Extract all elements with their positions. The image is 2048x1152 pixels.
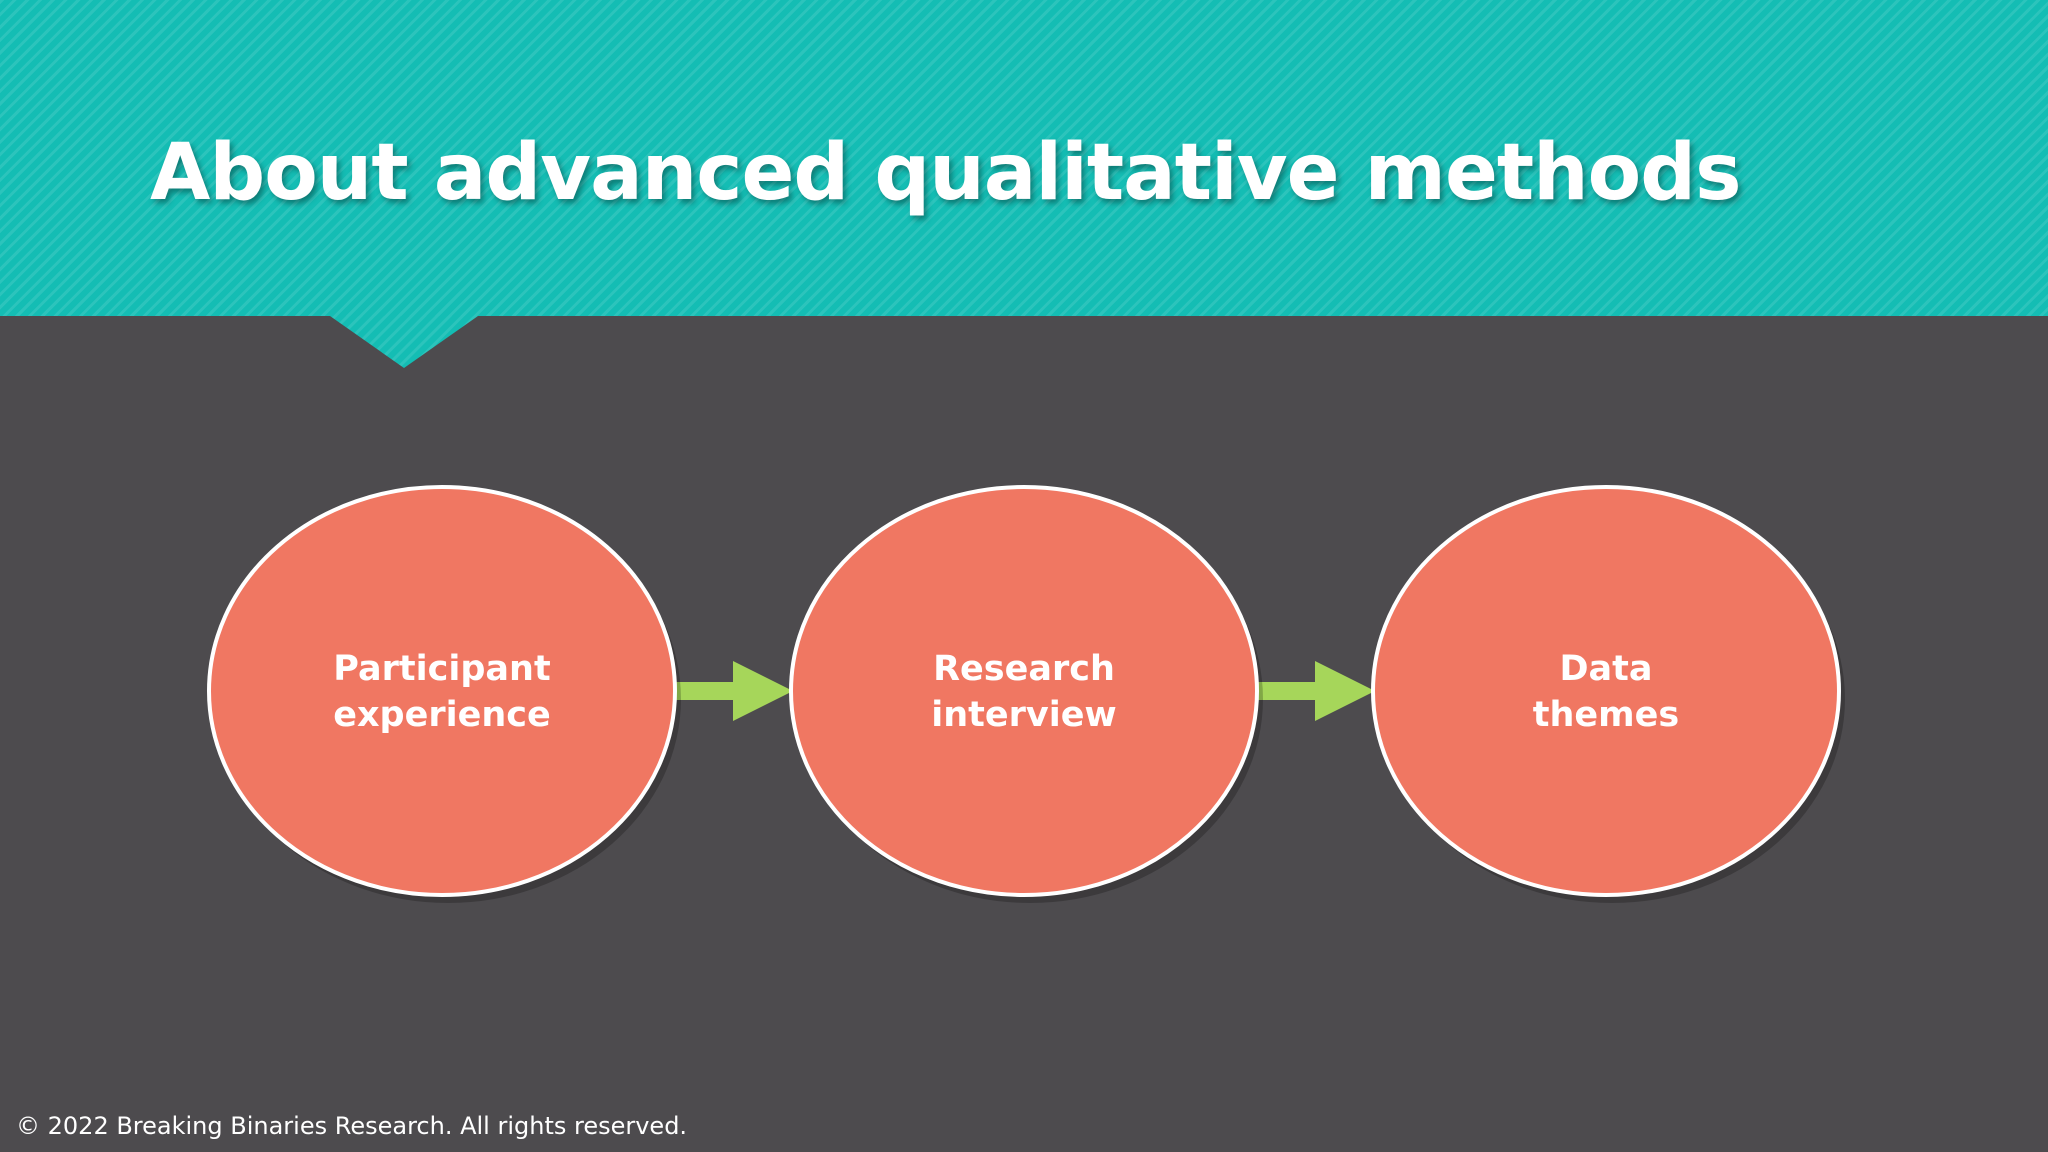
node-label-line: experience <box>333 695 551 735</box>
node-ellipse <box>1371 485 1841 897</box>
diagram-node-2: Research interview <box>789 485 1263 903</box>
node-label-line: Data <box>1559 649 1652 689</box>
diagram-arrow-2 <box>1238 661 1375 721</box>
node-label-line: Research <box>933 649 1115 689</box>
node-label: Research interview <box>931 649 1117 735</box>
node-label: Participant experience <box>333 649 551 735</box>
node-label: Data themes <box>1533 649 1679 735</box>
node-ellipse <box>207 485 677 897</box>
nodes-layer: Participant experience Research interview Da… <box>207 485 1845 903</box>
diagram-arrow-1 <box>656 661 793 721</box>
arrow-head <box>733 661 793 721</box>
node-label-line: themes <box>1533 695 1679 735</box>
node-ellipse <box>789 485 1259 897</box>
diagram-node-3: Data themes <box>1371 485 1845 903</box>
arrow-head <box>1315 661 1375 721</box>
node-label-line: Participant <box>333 649 550 689</box>
copyright-notice: © 2022 Breaking Binaries Research. All r… <box>16 1112 688 1140</box>
header-band <box>0 0 2048 316</box>
diagram-node-1: Participant experience <box>207 485 681 903</box>
slide-title: About advanced qualitative methods <box>150 128 1742 218</box>
node-label-line: interview <box>931 695 1117 735</box>
